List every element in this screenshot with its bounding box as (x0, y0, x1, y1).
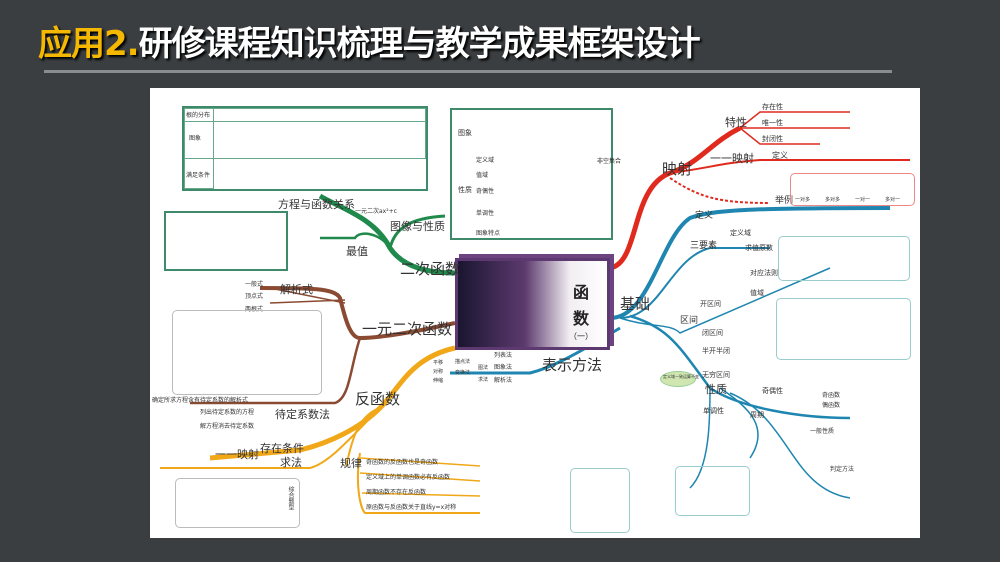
title-divider (44, 70, 892, 73)
mapping-examples: 一对多 多对多 一对一 多对一 (790, 173, 915, 206)
node-mapping: 映射 (662, 160, 693, 178)
branch-mapping (609, 125, 742, 271)
slide-title: 应用2.研修课程知识梳理与教学成果框架设计 (38, 24, 701, 64)
branch-basics (609, 206, 891, 320)
branch-univariate (259, 286, 456, 341)
node-representation: 表示方法 (542, 356, 603, 374)
node-inverse: 反函数 (355, 390, 401, 408)
solution-pane (172, 310, 322, 395)
root-distribution-table: 根的分布 图象 满足条件 (182, 106, 428, 191)
branches (160, 111, 910, 514)
node-equation-relation: 方程与函数关系 (278, 198, 355, 211)
center-topic-function: 函 数 （一） (455, 258, 610, 350)
mind-map-image: 根的分布 图象 满足条件 图象 性质 定义域 值域 奇偶性 单调性 图象特点 函… (150, 88, 920, 538)
property-table: 图象 性质 定义域 值域 奇偶性 单调性 图象特点 (450, 108, 613, 240)
node-univariate: 一元二次函数 (362, 320, 453, 338)
node-extrema: 最值 (346, 245, 368, 258)
node-basics: 基础 (620, 295, 651, 313)
node-graph-property: 图像与性质 (390, 220, 445, 233)
node-quadratic: 二次函数 (400, 260, 461, 278)
extrema-table (164, 211, 288, 271)
